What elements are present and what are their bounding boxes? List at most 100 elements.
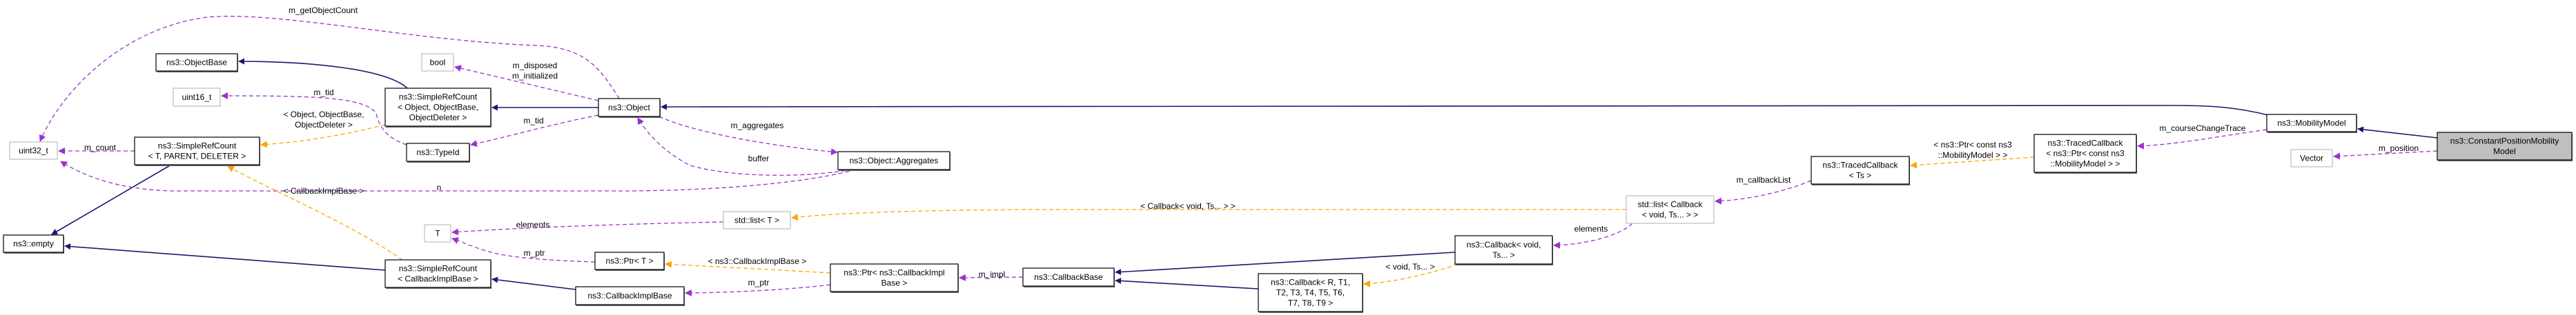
node-src-cib[interactable]: ns3::SimpleRefCount< CallbackImplBase > [384,259,491,289]
node-object[interactable]: ns3::Object [598,98,661,118]
node-t[interactable]: T [424,224,451,243]
node-box [2033,134,2137,173]
node-box [723,211,791,230]
edge-src-cib-to-src-tpd: < CallbackImplBase > [227,165,403,261]
edge-callback-base-to-ptr-cib: m_impl [959,270,1024,281]
node-box [837,151,950,170]
template-edge-line [1363,263,1458,287]
usage-edge-line [451,221,724,236]
edge-object-to-aggregates: m_aggregates [658,116,838,156]
node-traced-cb-ptr[interactable]: ns3::TracedCallback< ns3::Ptr< const ns3… [2033,134,2137,174]
node-label: Base > [881,278,908,288]
node-label: < Object, ObjectBase, [398,103,478,112]
node-label: ns3::TracedCallback [1823,161,1899,170]
edge-label: elements [1574,224,1608,234]
node-label: Ts... > [1492,250,1514,260]
node-label: ns3::TypeId [416,148,459,157]
node-box [155,53,238,72]
node-ptr-cib[interactable]: ns3::Ptr< ns3::CallbackImplBase > [830,263,959,293]
inherit-edge-line [51,164,172,235]
inherit-edge-line [1115,277,1259,289]
edge-label: m_disposed [513,61,558,70]
edge-label: m_ptr [524,248,545,258]
node-label: ns3::SimpleRefCount [399,264,478,274]
usage-edge-line [454,65,599,101]
node-callback-base[interactable]: ns3::CallbackBase [1022,267,1115,287]
node-box [384,88,491,127]
edge-label: < ns3::Ptr< const ns3 [1933,140,2012,150]
node-ptr-t[interactable]: ns3::Ptr< T > [594,252,665,271]
node-label: T7, T8, T9 > [1288,298,1333,308]
node-callback-impl-base[interactable]: ns3::CallbackImplBase [575,286,685,306]
edge-label: m_tid [523,116,543,125]
edge-constant-position-to-mobility-model [2357,126,2438,139]
node-label: ns3::TracedCallback [2048,139,2124,148]
edge-list-callback-to-callback-void: elements [1553,223,1633,249]
edge-traced-cb-ts-to-list-callback: m_callbackList [1715,175,1812,205]
node-box [134,136,260,165]
edge-label: ObjectDeleter > [295,120,353,130]
template-edge-line [791,209,1626,221]
node-label: ns3::SimpleRefCount [158,141,237,151]
edge-src-object-to-object-base [238,58,408,89]
edge-label: m_getObjectCount [289,6,358,15]
node-label: ::MobilityModel > > [2051,159,2120,169]
edge-callback-void-to-callback-base [1115,252,1456,276]
node-label: uint32_t [19,146,48,156]
node-label: < ns3::Ptr< const ns3 [2046,149,2125,159]
node-uint32[interactable]: uint32_t [9,141,58,160]
node-box [1626,195,1715,224]
edge-src-object-to-src-tpd: < Object, ObjectBase,ObjectDeleter > [260,110,386,148]
node-typeid[interactable]: ns3::TypeId [406,143,470,163]
node-empty[interactable]: ns3::empty [3,234,64,254]
node-traced-cb-ts[interactable]: ns3::TracedCallback< Ts > [1811,156,1910,185]
node-box [2437,132,2573,161]
node-label: std::list< Callback [1638,200,1704,210]
edge-ptr-t-to-t: m_ptr [451,237,596,263]
node-callback-void[interactable]: ns3::Callback< void,Ts... > [1454,235,1553,265]
edge-label: m_position [2379,143,2419,153]
node-box [2290,149,2333,167]
node-mobility-model[interactable]: ns3::MobilityModel [2266,114,2357,133]
node-object-base[interactable]: ns3::ObjectBase [155,53,238,72]
edge-label: < Callback< void, Ts... > > [1140,201,1236,211]
inherit-edge-line [1115,252,1456,276]
node-box [2266,114,2357,132]
node-vector[interactable]: Vector [2290,149,2333,167]
node-src-object[interactable]: ns3::SimpleRefCount< Object, ObjectBase,… [384,88,491,128]
usage-edge-line [658,116,838,156]
template-edge-line [227,165,403,261]
edge-list-callback-to-list-t: < Callback< void, Ts... > > [791,201,1626,221]
node-list-t[interactable]: std::list< T > [723,211,791,230]
node-uint16[interactable]: uint16_t [173,88,221,107]
usage-edge-line [959,274,1024,281]
edge-traced-cb-ptr-to-traced-cb-ts: < ns3::Ptr< const ns3::MobilityModel > > [1910,140,2035,169]
usage-edge-line [60,161,857,192]
node-box [173,88,221,107]
node-box [1454,235,1553,265]
node-box [1258,273,1363,312]
usage-edge-line [39,15,620,142]
edge-label: m_ptr [748,278,770,287]
edge-label: m_courseChangeTrace [2160,123,2246,133]
node-list-callback[interactable]: std::list< Callback< void, Ts... > > [1626,195,1715,224]
edge-label: buffer [748,154,769,163]
node-label: ns3::empty [13,239,54,249]
edge-list-t-to-t: elements [451,220,724,236]
node-src-tpd[interactable]: ns3::SimpleRefCount< T, PARENT, DELETER … [134,136,260,166]
edge-ptr-cib-to-ptr-t: < ns3::CallbackImplBase > [665,256,831,274]
usage-edge-line [470,114,599,148]
node-aggregates[interactable]: ns3::Object::Aggregates [837,151,950,171]
node-callback-r[interactable]: ns3::Callback< R, T1,T2, T3, T4, T5, T6,… [1258,273,1363,313]
node-box [3,234,64,253]
edge-label: n [437,183,442,192]
node-label: ns3::CallbackBase [1034,272,1103,282]
inherit-edge-line [661,103,2272,116]
edge-callback-void-to-callback-r: < void, Ts... > [1363,262,1458,287]
node-label: ns3::ObjectBase [166,58,227,68]
inherit-edge-line [238,58,408,89]
node-bool[interactable]: bool [421,53,454,72]
node-box [421,53,454,72]
